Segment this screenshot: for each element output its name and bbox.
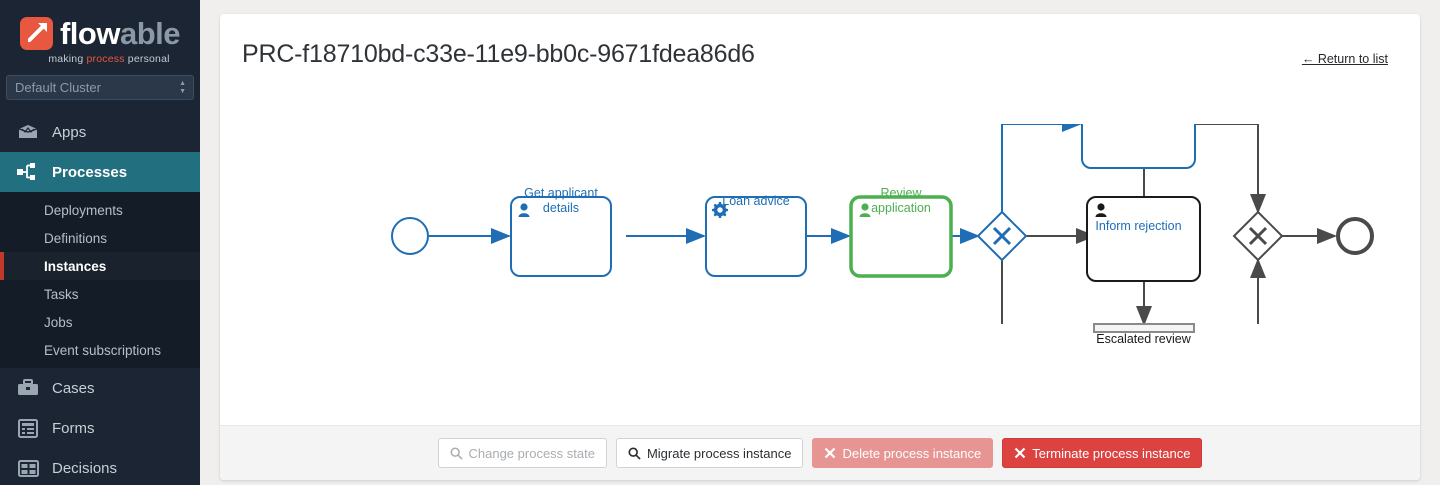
sidebar-subitem-jobs[interactable]: Jobs — [0, 308, 200, 336]
sidebar-subitem-label: Definitions — [44, 230, 108, 246]
main-content: PRC-f18710bd-c33e-11e9-bb0c-9671fdea86d6… — [200, 0, 1440, 485]
briefcase-icon — [14, 377, 42, 399]
bpmn-start-event — [391, 217, 429, 255]
bpmn-task-get-applicant-details — [510, 196, 612, 277]
sidebar-item-label: Apps — [52, 123, 87, 141]
bpmn-gateway-1 — [976, 210, 1028, 262]
sidebar-subitem-label: Jobs — [44, 314, 73, 330]
sidebar-item-decisions[interactable]: Decisions — [0, 448, 200, 485]
sidebar-subitem-label: Event subscriptions — [44, 342, 162, 358]
sidebar-item-label: Cases — [52, 379, 95, 397]
sidebar-subitem-label: Instances — [44, 258, 107, 274]
sidebar-subitem-tasks[interactable]: Tasks — [0, 280, 200, 308]
process-instance-card: PRC-f18710bd-c33e-11e9-bb0c-9671fdea86d6… — [220, 14, 1420, 480]
sidebar-item-label: Processes — [52, 163, 128, 181]
bpmn-end-event — [1336, 217, 1374, 255]
tagline-part-2: process — [86, 52, 125, 65]
cluster-select-value: Default Cluster — [15, 80, 101, 95]
tagline-part-3: personal — [124, 52, 170, 65]
sidebar-nav: Apps Processes Deployments — [0, 112, 200, 485]
bpmn-gateway-2 — [1232, 210, 1284, 262]
sidebar-subitem-event-subscriptions[interactable]: Event subscriptions — [0, 336, 200, 364]
terminate-process-instance-button[interactable]: Terminate process instance — [1002, 438, 1203, 468]
sidebar-subitem-label: Tasks — [44, 286, 79, 302]
sidebar-item-apps[interactable]: Apps — [0, 112, 200, 152]
cluster-select[interactable]: Default Cluster ▲▼ — [6, 75, 194, 100]
migrate-process-instance-button[interactable]: Migrate process instance — [615, 438, 804, 468]
sidebar-item-label: Forms — [52, 419, 95, 437]
bpmn-task-review-application — [849, 195, 953, 278]
form-icon — [14, 417, 42, 439]
bpmn-task-escalated-review — [1086, 196, 1201, 282]
flowable-logo-icon — [19, 16, 53, 50]
cross-icon — [824, 447, 836, 459]
brand-word-primary: flow — [59, 15, 121, 51]
sidebar-item-forms[interactable]: Forms — [0, 408, 200, 448]
sidebar-item-processes[interactable]: Processes — [0, 152, 200, 192]
brand-tagline: making process personal — [48, 53, 169, 65]
button-label: Change process state — [468, 445, 595, 461]
page-title: PRC-f18710bd-c33e-11e9-bb0c-9671fdea86d6 — [242, 40, 755, 68]
apps-box-icon — [14, 121, 42, 143]
button-label: Migrate process instance — [646, 445, 792, 461]
cross-icon — [1014, 447, 1026, 459]
sidebar: flowable making process personal Default… — [0, 0, 200, 485]
sidebar-subitem-label: Deployments — [44, 202, 123, 218]
button-label: Terminate process instance — [1032, 445, 1191, 461]
sidebar-subnav-processes: Deployments Definitions Instances Tasks … — [0, 192, 200, 368]
change-process-state-button[interactable]: Change process state — [437, 438, 607, 468]
brand-logo: flowable making process personal — [0, 0, 200, 75]
card-header: PRC-f18710bd-c33e-11e9-bb0c-9671fdea86d6… — [220, 14, 1420, 69]
sidebar-subitem-instances[interactable]: Instances — [0, 252, 200, 280]
bpmn-task-loan-advice — [705, 196, 807, 277]
table-grid-icon — [14, 457, 42, 479]
magnifier-icon — [450, 447, 463, 460]
updown-arrows-icon: ▲▼ — [179, 79, 186, 95]
return-to-list-link[interactable]: ← Return to list — [1301, 52, 1388, 66]
delete-process-instance-button[interactable]: Delete process instance — [812, 438, 994, 468]
sidebar-item-cases[interactable]: Cases — [0, 368, 200, 408]
process-tree-icon — [14, 161, 42, 183]
magnifier-icon — [628, 446, 641, 460]
card-footer-actions: Change process state Migrate process ins… — [220, 425, 1420, 480]
bpmn-diagram[interactable]: Get applicant details Loan advice Review… — [220, 69, 1420, 425]
sidebar-subitem-definitions[interactable]: Definitions — [0, 224, 200, 252]
sidebar-item-label: Decisions — [52, 459, 118, 477]
sidebar-subitem-deployments[interactable]: Deployments — [0, 196, 200, 224]
button-label: Delete process instance — [842, 445, 982, 461]
tagline-part-1: making — [48, 52, 87, 65]
bpmn-task-inform-rejection — [1081, 124, 1196, 169]
brand-word-secondary: able — [119, 15, 181, 51]
